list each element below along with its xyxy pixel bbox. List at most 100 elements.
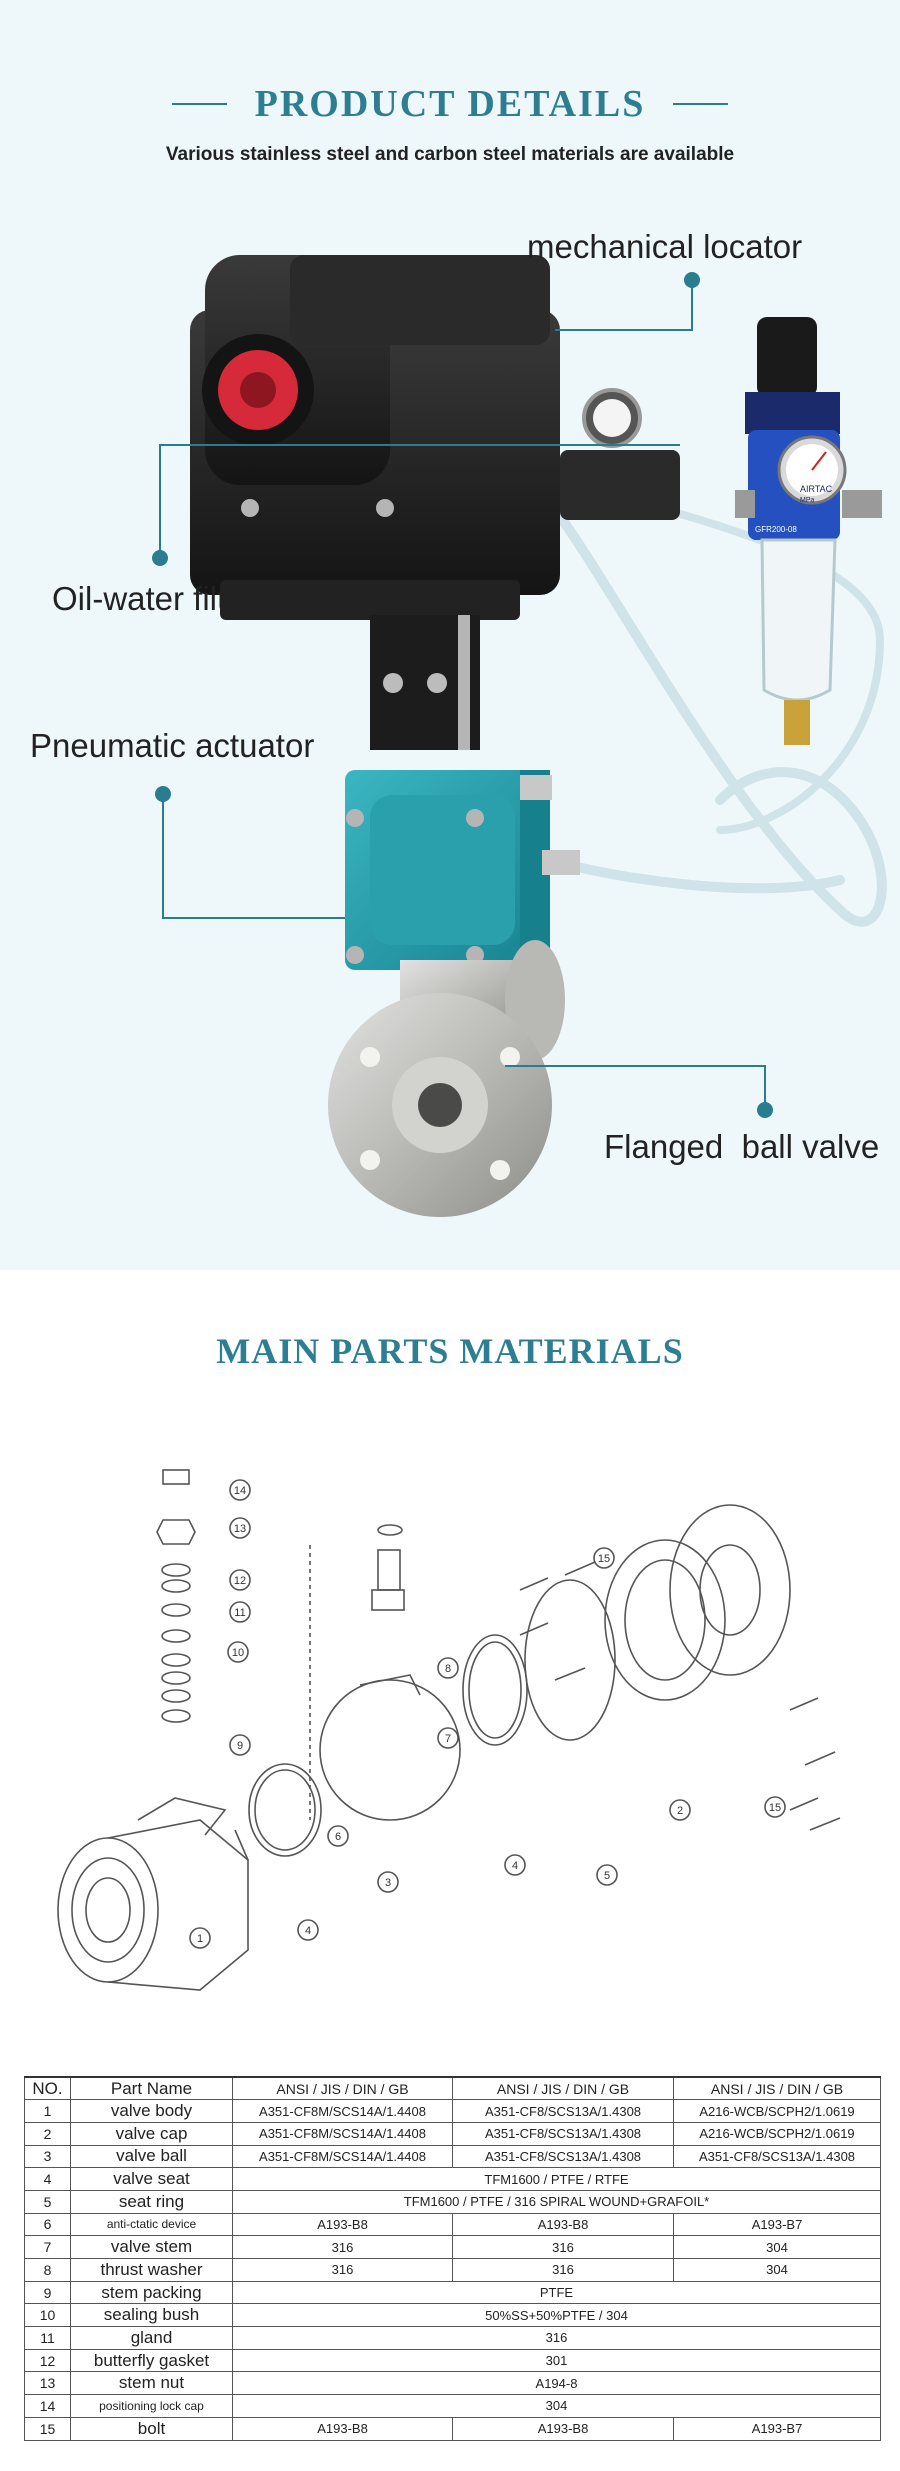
row-value: 304	[673, 2258, 881, 2282]
diagram-label-1: 1	[197, 1933, 203, 1945]
diagram-number-15a	[593, 1547, 615, 1569]
leader-mechanical-locator	[555, 280, 693, 331]
callout-dots	[152, 272, 773, 1118]
row-value: A216-WCB/SCPH2/1.0619	[673, 2121, 881, 2146]
diagram-label-4b: 4	[512, 1860, 518, 1872]
table-row: 11 gland 316	[24, 2326, 881, 2350]
row-value: 316	[232, 2258, 453, 2282]
row-no: 15	[24, 2416, 71, 2441]
positioner	[190, 255, 680, 620]
diagram-packing-stack	[156, 1469, 196, 1723]
product-photo: AIRTAC MPa GFR200-08	[152, 255, 887, 1217]
diagram-number-5	[596, 1864, 618, 1886]
title-rule-left	[171, 103, 227, 105]
diagram-label-14: 14	[234, 1485, 246, 1497]
section-title: MAIN PARTS MATERIALS	[216, 1331, 684, 1371]
callout-mechanical-locator: mechanical locator	[527, 228, 803, 265]
diagram-number-7	[437, 1727, 459, 1749]
row-no: 2	[24, 2121, 71, 2146]
diagram-number-4	[297, 1919, 319, 1941]
table-row: 10 sealing bush 50%SS+50%PTFE / 304	[24, 2303, 881, 2328]
table-row: 2 valve cap A351-CF8M/SCS14A/1.4408 A351…	[24, 2121, 881, 2146]
row-value: A193-B8	[452, 2416, 674, 2441]
table-row: 15 bolt A193-B8 A193-B8 A193-B7	[24, 2416, 881, 2441]
table-row: 9 stem packing PTFE	[24, 2280, 881, 2305]
row-value: A351-CF8/SCS13A/1.4308	[452, 2121, 674, 2146]
row-no: 1	[24, 2099, 71, 2123]
mounting-bracket	[370, 615, 480, 750]
row-part-name: valve cap	[70, 2121, 233, 2146]
actuator	[345, 770, 580, 970]
header-part-name: Part Name	[70, 2076, 233, 2101]
diagram-bolts	[519, 1561, 841, 1831]
row-value: A193-B7	[673, 2212, 881, 2237]
diagram-number-12	[229, 1569, 251, 1591]
product-details-heading: PRODUCT DETAILS	[0, 82, 900, 126]
diagram-gasket-right	[462, 1634, 528, 1746]
row-part-name: valve ball	[70, 2144, 233, 2169]
diagram-label-11: 11	[234, 1607, 245, 1619]
header-standard-2: ANSI / JIS / DIN / GB	[452, 2076, 674, 2101]
diagram-seat-ring	[524, 1579, 616, 1741]
row-no: 11	[24, 2326, 71, 2350]
row-part-name: seat ring	[70, 2189, 233, 2214]
gauge-brand-text: AIRTAC	[800, 484, 833, 494]
diagram-label-15a: 15	[598, 1553, 610, 1565]
diagram-number-10	[227, 1641, 249, 1663]
table-row: 13 stem nut A194-8	[24, 2371, 881, 2396]
diagram-number-13	[229, 1517, 251, 1539]
row-value: 316	[452, 2258, 674, 2282]
row-part-name: valve seat	[70, 2167, 233, 2191]
callout-lines	[159, 280, 766, 1110]
diagram-number-14	[229, 1479, 251, 1501]
table-row: 6 anti-ctatic device A193-B8 A193-B8 A19…	[24, 2212, 881, 2237]
diagram-number-circles	[189, 1479, 786, 1949]
row-value: A216-WCB/SCPH2/1.0619	[673, 2099, 881, 2123]
table-row: 4 valve seat TFM1600 / PTFE / RTFE	[24, 2167, 881, 2191]
diagram-label-13: 13	[234, 1523, 246, 1535]
row-no: 8	[24, 2258, 71, 2282]
materials-table-wrapper: NO. Part Name ANSI / JIS / DIN / GB ANSI…	[24, 2076, 881, 2441]
diagram-number-8	[437, 1657, 459, 1679]
filter-regulator: AIRTAC MPa GFR200-08	[735, 317, 882, 745]
diagram-label-9: 9	[237, 1740, 243, 1752]
diagram-label-5: 5	[604, 1870, 610, 1882]
row-no: 9	[24, 2280, 71, 2305]
row-value: 316	[232, 2235, 453, 2259]
header-standard-1: ANSI / JIS / DIN / GB	[232, 2076, 453, 2101]
diagram-ball	[319, 1674, 461, 1821]
table-row: 1 valve body A351-CF8M/SCS14A/1.4408 A35…	[24, 2099, 881, 2123]
page-title: PRODUCT DETAILS	[254, 83, 646, 125]
table-header-row: NO. Part Name ANSI / JIS / DIN / GB ANSI…	[24, 2076, 881, 2101]
row-value: A351-CF8M/SCS14A/1.4408	[232, 2144, 453, 2169]
row-no: 10	[24, 2303, 71, 2328]
header-no: NO.	[24, 2076, 71, 2101]
row-value-span: 301	[232, 2348, 881, 2373]
row-value: A351-CF8/SCS13A/1.4308	[673, 2144, 881, 2169]
diagram-number-11	[229, 1601, 251, 1623]
row-no: 7	[24, 2235, 71, 2259]
diagram-label-7: 7	[445, 1733, 451, 1745]
row-value-span: 304	[232, 2394, 881, 2418]
row-no: 5	[24, 2189, 71, 2214]
row-value-span: TFM1600 / PTFE / RTFE	[232, 2167, 881, 2191]
table-row: 14 positioning lock cap 304	[24, 2394, 881, 2418]
row-part-name: valve body	[70, 2099, 233, 2123]
diagram-label-6: 6	[335, 1831, 341, 1843]
table-row: 3 valve ball A351-CF8M/SCS14A/1.4408 A35…	[24, 2144, 881, 2169]
diagram-stem	[371, 1524, 405, 1611]
row-value: A193-B8	[232, 2416, 453, 2441]
row-value: 316	[452, 2235, 674, 2259]
diagram-label-12: 12	[234, 1575, 246, 1587]
row-value: 304	[673, 2235, 881, 2259]
leader-flanged-ball-valve	[505, 1065, 766, 1110]
table-row: 7 valve stem 316 316 304	[24, 2235, 881, 2259]
leader-oil-water-filter	[159, 444, 680, 558]
row-value-span: PTFE	[232, 2280, 881, 2305]
row-part-name: bolt	[70, 2416, 233, 2441]
row-no: 4	[24, 2167, 71, 2191]
diagram-label-4: 4	[305, 1925, 311, 1937]
diagram-label-8: 8	[445, 1663, 451, 1675]
row-value-span: A194-8	[232, 2371, 881, 2396]
